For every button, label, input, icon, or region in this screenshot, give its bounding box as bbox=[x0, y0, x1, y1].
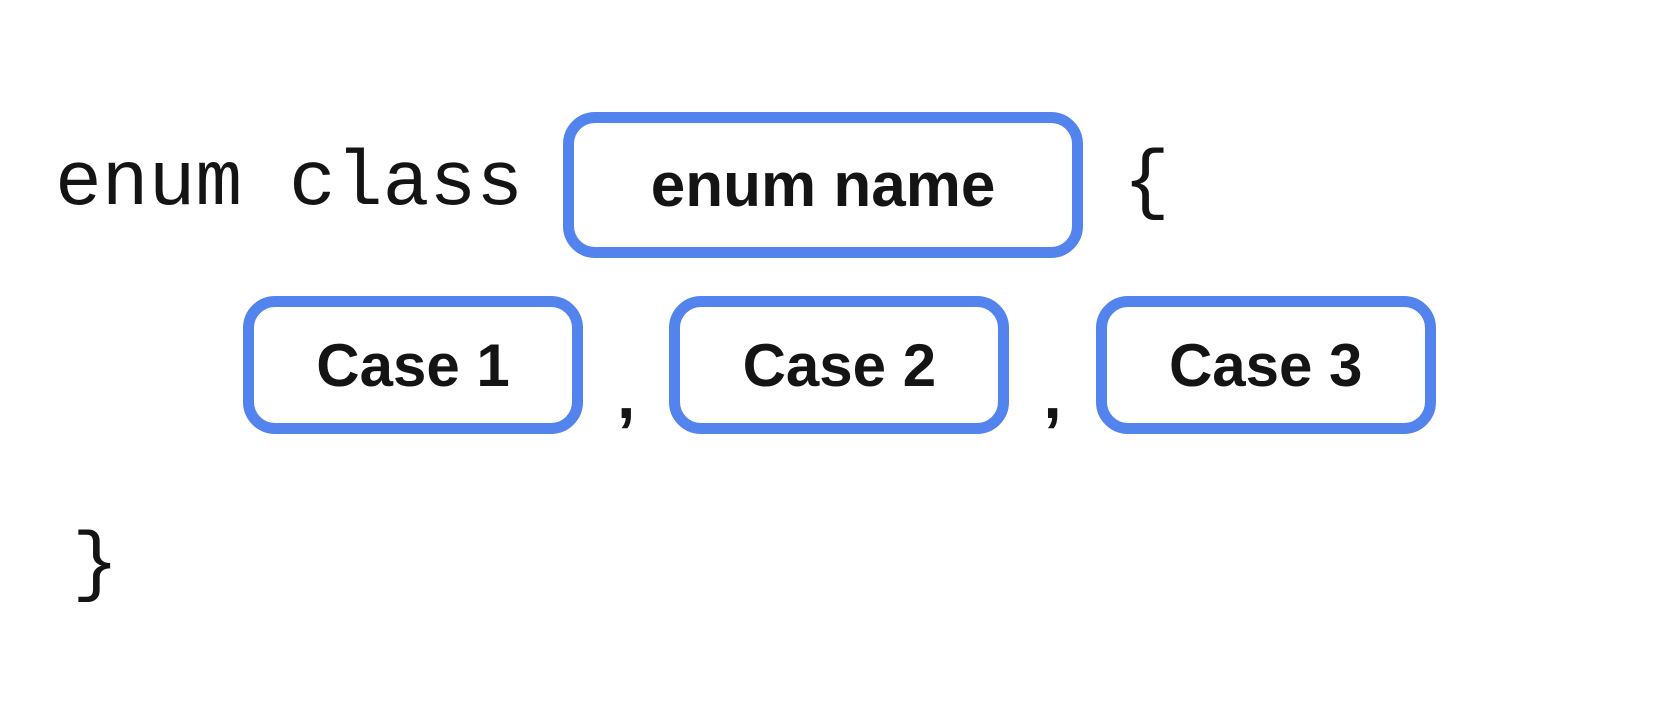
enum-name-label: enum name bbox=[650, 150, 996, 220]
case-1-label: Case 1 bbox=[316, 331, 510, 399]
open-brace: { bbox=[1123, 140, 1170, 229]
case-2-label: Case 2 bbox=[742, 331, 937, 399]
case-separator-comma: , bbox=[617, 358, 636, 432]
close-brace: } bbox=[72, 522, 119, 610]
enum-name-box: enum name bbox=[563, 112, 1084, 258]
enum-declaration-row: enum class enum name { bbox=[55, 112, 1170, 258]
case-1-box: Case 1 bbox=[243, 296, 583, 434]
case-3-box: Case 3 bbox=[1095, 296, 1436, 434]
case-3-label: Case 3 bbox=[1168, 331, 1363, 399]
enum-close-row: } bbox=[72, 520, 119, 614]
case-2-box: Case 2 bbox=[669, 296, 1010, 434]
case-separator-comma: , bbox=[1043, 358, 1062, 432]
enum-cases-row: Case 1 , Case 2 , Case 3 bbox=[243, 296, 1436, 434]
enum-class-keyword: enum class bbox=[55, 140, 524, 229]
